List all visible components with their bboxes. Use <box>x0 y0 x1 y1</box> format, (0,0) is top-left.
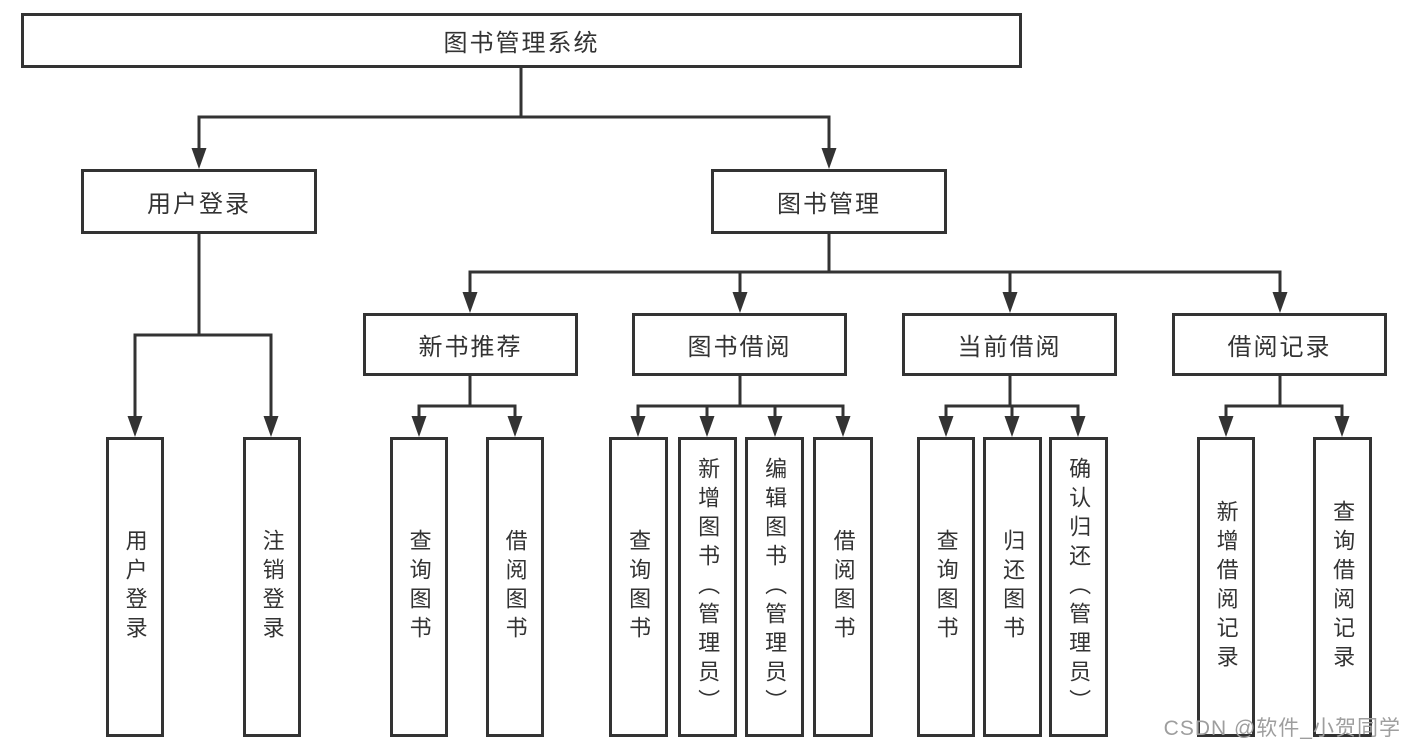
leaf-query-book-current: 查询图书 <box>917 437 975 737</box>
leaf-edit-book-admin-label: 编辑图书（管理员） <box>762 456 788 718</box>
leaf-confirm-return-admin-label: 确认归还（管理员） <box>1066 456 1092 718</box>
node-root: 图书管理系统 <box>21 13 1022 68</box>
node-new-book-recommend: 新书推荐 <box>363 313 578 376</box>
node-user-login-branch: 用户登录 <box>81 169 317 234</box>
leaf-query-book-current-label: 查询图书 <box>933 529 959 645</box>
node-user-login-branch-label: 用户登录 <box>147 191 251 218</box>
csdn-watermark: CSDN @软件_小贺同学 <box>1163 717 1401 740</box>
leaf-edit-book-admin: 编辑图书（管理员） <box>745 437 804 737</box>
leaf-query-book-borrowing: 查询图书 <box>609 437 668 737</box>
leaf-query-book-recommend: 查询图书 <box>390 437 448 737</box>
leaf-add-borrow-record-label: 新增借阅记录 <box>1213 500 1239 674</box>
leaf-borrow-book-recommend-label: 借阅图书 <box>502 529 528 645</box>
leaf-return-book-label: 归还图书 <box>1000 529 1026 645</box>
leaf-borrow-book-borrowing: 借阅图书 <box>813 437 873 737</box>
node-borrowing-records: 借阅记录 <box>1172 313 1387 376</box>
leaf-query-book-borrowing-label: 查询图书 <box>626 529 652 645</box>
leaf-return-book: 归还图书 <box>983 437 1042 737</box>
node-current-borrowing-label: 当前借阅 <box>957 334 1062 361</box>
node-borrowing-records-label: 借阅记录 <box>1227 334 1332 361</box>
node-book-management-label: 图书管理 <box>777 191 881 218</box>
leaf-borrow-book-recommend: 借阅图书 <box>486 437 544 737</box>
leaf-logout: 注销登录 <box>243 437 301 737</box>
leaf-add-book-admin-label: 新增图书（管理员） <box>695 456 721 718</box>
leaf-add-borrow-record: 新增借阅记录 <box>1197 437 1255 737</box>
node-book-borrowing: 图书借阅 <box>632 313 847 376</box>
leaf-query-borrow-record-label: 查询借阅记录 <box>1330 500 1356 674</box>
leaf-user-login-label: 用户登录 <box>122 529 148 645</box>
node-current-borrowing: 当前借阅 <box>902 313 1117 376</box>
leaf-query-borrow-record: 查询借阅记录 <box>1313 437 1372 737</box>
leaf-add-book-admin: 新增图书（管理员） <box>678 437 737 737</box>
leaf-user-login: 用户登录 <box>106 437 164 737</box>
leaf-query-book-recommend-label: 查询图书 <box>406 529 432 645</box>
leaf-borrow-book-borrowing-label: 借阅图书 <box>830 529 856 645</box>
leaf-confirm-return-admin: 确认归还（管理员） <box>1049 437 1108 737</box>
node-book-management: 图书管理 <box>711 169 947 234</box>
node-new-book-recommend-label: 新书推荐 <box>418 334 523 361</box>
node-root-label: 图书管理系统 <box>443 30 600 57</box>
leaf-logout-label: 注销登录 <box>259 529 285 645</box>
node-book-borrowing-label: 图书借阅 <box>687 334 792 361</box>
